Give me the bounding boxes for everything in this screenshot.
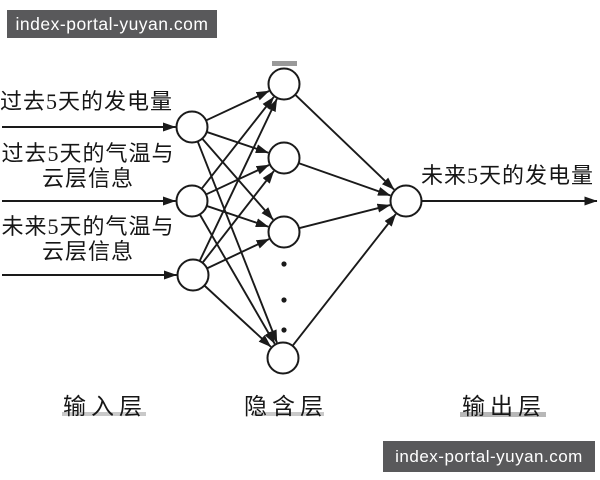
watermark-remnant <box>272 61 297 66</box>
edge-i2-h2 <box>206 238 270 270</box>
input-label-2-line-1: 过去5天的气温与 <box>1 141 175 166</box>
watermark-remnant <box>252 412 324 416</box>
input-label-1-line-1: 过去5天的发电量 <box>0 89 174 114</box>
watermark-remnant <box>62 412 146 416</box>
edge-h3-o <box>291 213 397 347</box>
node-h1 <box>267 141 301 175</box>
ellipsis-dot-2 <box>281 297 287 303</box>
node-i1 <box>175 184 209 218</box>
ellipsis-dot-1 <box>281 261 287 267</box>
watermark-top-left: index-portal-yuyan.com <box>7 10 217 38</box>
layer-label-input: 输入层 <box>63 394 147 419</box>
output-label: 未来5天的发电量 <box>421 163 595 188</box>
edge-i1-h3 <box>198 213 276 345</box>
input-label-2-line-2: 云层信息 <box>41 166 134 191</box>
edge-i2-h3 <box>203 284 272 348</box>
watermark-remnant <box>460 412 546 417</box>
node-h2 <box>267 215 301 249</box>
layer-label-output: 输出层 <box>462 394 546 419</box>
watermark-text: index-portal-yuyan.com <box>15 13 209 34</box>
edge-i2-h1 <box>201 170 275 264</box>
node-h0 <box>267 67 301 101</box>
edge-h1-o <box>298 162 391 197</box>
input-label-1: 过去5天的发电量 <box>0 89 172 114</box>
edge-i2-h0 <box>198 98 278 262</box>
input-label-3-line-2: 云层信息 <box>41 239 134 264</box>
input-label-2: 过去5天的气温与 云层信息 <box>0 141 176 191</box>
node-o <box>389 184 423 218</box>
input-label-3: 未来5天的气温与 云层信息 <box>0 214 176 264</box>
edge-i0-h0 <box>205 90 270 122</box>
node-h3 <box>266 341 300 375</box>
input-label-3-line-1: 未来5天的气温与 <box>1 214 175 239</box>
edge-h0-o <box>294 94 395 191</box>
edge-h2-o <box>298 203 391 230</box>
ellipsis-dot-3 <box>281 327 287 333</box>
watermark-bottom-right: index-portal-yuyan.com <box>383 441 595 472</box>
layer-label-hidden: 隐含层 <box>244 394 328 419</box>
edge-i0-h3 <box>196 141 278 344</box>
watermark-text: index-portal-yuyan.com <box>395 446 583 466</box>
edge-i1-h0 <box>200 96 275 190</box>
node-i0 <box>175 110 209 144</box>
node-i2 <box>176 258 210 292</box>
